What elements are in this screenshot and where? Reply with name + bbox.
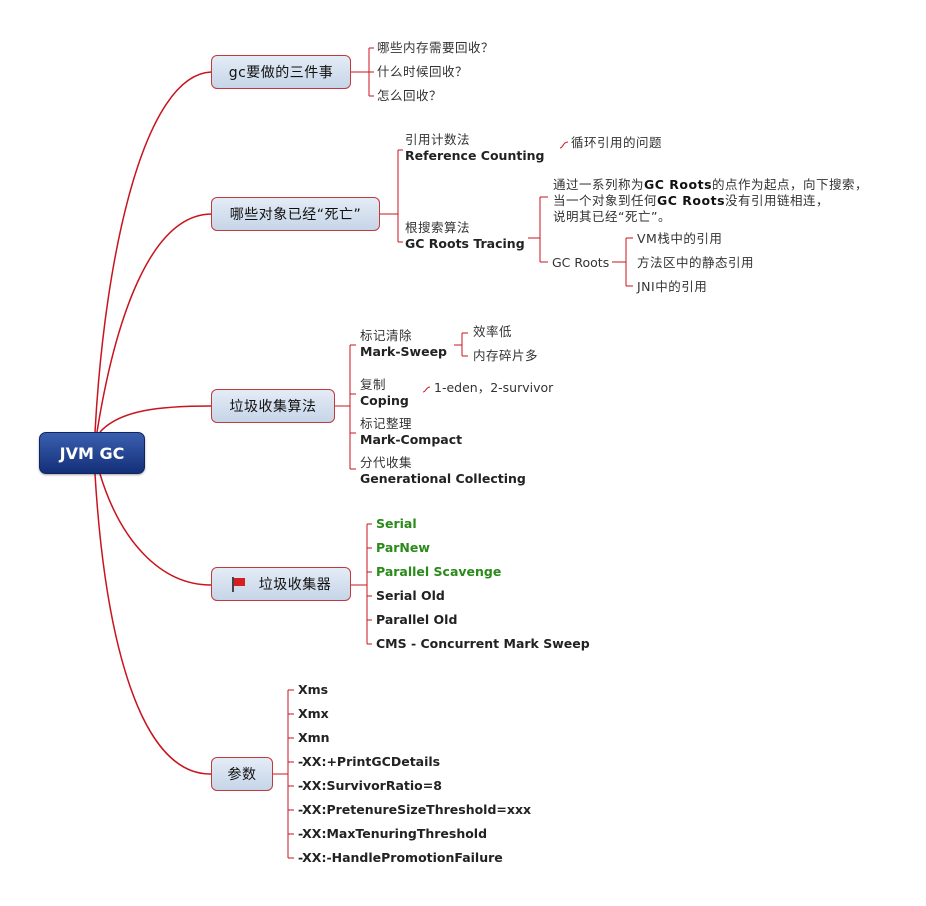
list-item: 哪些内存需要回收？	[377, 40, 495, 55]
coping-cn: 复制	[360, 377, 387, 392]
coping-note: 1-eden，2-survivor	[434, 380, 554, 395]
generational-cn: 分代收集	[360, 455, 413, 470]
mark-sweep-cn: 标记清除	[360, 328, 413, 343]
param-item: -XX:+PrintGCDetails	[298, 754, 441, 769]
collector-young: Parallel Scavenge	[376, 564, 502, 579]
param-item: Xms	[298, 682, 329, 697]
topic-label: 垃圾收集算法	[229, 399, 317, 415]
collector-old: Parallel Old	[376, 612, 458, 627]
desc-line-2: 当一个对象到任何GC Roots没有引用链相连，	[553, 193, 830, 208]
param-item: -XX:PretenureSizeThreshold=xxx	[298, 802, 532, 817]
topic-label: 垃圾收集器	[258, 577, 332, 593]
desc-line-1: 通过一系列称为GC Roots的点作为起点，向下搜索，	[553, 177, 869, 192]
topic-gc-collectors[interactable]: 垃圾收集器	[211, 567, 351, 601]
collector-young: Serial	[376, 516, 417, 531]
tracing-label-en: GC Roots Tracing	[405, 236, 525, 251]
red-flag-icon	[231, 576, 245, 592]
mark-compact-en: Mark-Compact	[360, 432, 463, 447]
gc-roots-label: GC Roots	[552, 255, 610, 270]
param-item: Xmn	[298, 730, 330, 745]
coping-en: Coping	[360, 393, 409, 408]
tracing-label-cn: 根搜索算法	[405, 220, 471, 235]
mark-sweep-note: 效率低	[473, 324, 513, 339]
mark-sweep-note: 内存碎片多	[473, 348, 539, 363]
topic-label: gc要做的三件事	[228, 65, 334, 81]
topic-label: 哪些对象已经“死亡”	[229, 207, 362, 223]
list-item: 什么时候回收？	[377, 64, 469, 79]
topic-dead-objects[interactable]: 哪些对象已经“死亡”	[211, 197, 380, 231]
gc-root-item: 方法区中的静态引用	[637, 255, 755, 270]
param-item: -XX:-HandlePromotionFailure	[298, 850, 503, 865]
tracing-description: 通过一系列称为GC Roots的点作为起点，向下搜索， 当一个对象到任何GC R…	[553, 177, 868, 225]
param-item: -XX:MaxTenuringThreshold	[298, 826, 488, 841]
mark-compact-cn: 标记整理	[360, 416, 413, 431]
mark-sweep-en: Mark-Sweep	[360, 344, 447, 359]
param-item: -XX:SurvivorRatio=8	[298, 778, 442, 793]
collector-old: CMS - Concurrent Mark Sweep	[376, 636, 590, 651]
topic-gc-algorithms[interactable]: 垃圾收集算法	[211, 389, 335, 423]
param-item: Xmx	[298, 706, 329, 721]
desc-line-3: 说明其已经“死亡”。	[553, 209, 671, 224]
topic-gc-three-things[interactable]: gc要做的三件事	[211, 55, 351, 89]
root-node[interactable]: JVM GC	[39, 432, 145, 474]
root-label: JVM GC	[59, 443, 125, 463]
gc-root-item: VM栈中的引用	[637, 231, 723, 246]
gc-root-item: JNI中的引用	[637, 279, 708, 294]
refcount-label-cn: 引用计数法	[405, 132, 471, 147]
generational-en: Generational Collecting	[360, 471, 526, 486]
list-item: 怎么回收？	[377, 88, 443, 103]
collector-young: ParNew	[376, 540, 430, 555]
topic-parameters[interactable]: 参数	[211, 757, 273, 791]
collector-old: Serial Old	[376, 588, 445, 603]
refcount-issue: 循环引用的问题	[571, 135, 663, 150]
topic-label: 参数	[227, 767, 257, 783]
refcount-label-en: Reference Counting	[405, 148, 545, 163]
